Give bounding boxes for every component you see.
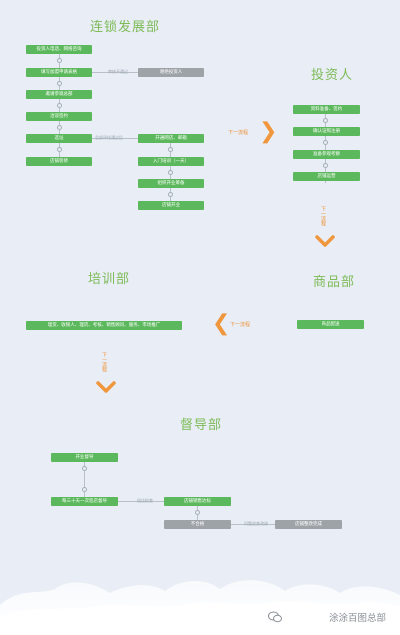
visit-label: 巡店检查 bbox=[137, 498, 153, 503]
connector-dot bbox=[168, 147, 173, 152]
investor-step-box: 资料准备、签约 bbox=[293, 105, 360, 114]
visit-connector-line bbox=[118, 501, 164, 502]
connector-dot bbox=[57, 58, 62, 63]
supervision-fail-box: 不合格 bbox=[164, 520, 231, 529]
connector-dot bbox=[82, 466, 87, 471]
cloud-decoration bbox=[0, 580, 400, 635]
connector-dot bbox=[57, 103, 62, 108]
assess-connector-line bbox=[92, 138, 138, 139]
chain-step-box: 选址 bbox=[26, 134, 92, 143]
connector-dot bbox=[82, 487, 87, 492]
connector-dot bbox=[195, 510, 200, 515]
chain-step-box: 店铺装修 bbox=[26, 157, 92, 166]
next-step-label: 下一流程 bbox=[230, 322, 251, 328]
assess-step-box: 店铺开业 bbox=[138, 201, 204, 210]
next-step-label: 下一流程 bbox=[320, 206, 326, 226]
chevron-right-icon: ❯ bbox=[259, 119, 278, 144]
section-title-training: 培训部 bbox=[88, 272, 131, 287]
chain-step-box: 邀请参观总部 bbox=[26, 90, 92, 99]
next-step-label: 下一流程 bbox=[101, 352, 107, 372]
supervision-start-box: 开业督导 bbox=[51, 453, 118, 462]
chain-connector-line bbox=[59, 54, 60, 164]
chevron-down-icon bbox=[96, 381, 116, 393]
connector-dot bbox=[323, 140, 328, 145]
investor-step-box: 准备参观考察 bbox=[293, 150, 360, 159]
assess-label: 总部评估通过后 bbox=[95, 135, 123, 140]
connector-dot bbox=[168, 192, 173, 197]
chain-step-box: 填写加盟申请表格 bbox=[26, 68, 92, 77]
reject-connector-line bbox=[92, 72, 138, 73]
reject-box: 谢绝投资人 bbox=[138, 68, 204, 77]
reject-label: 审核不通过 bbox=[108, 69, 128, 74]
section-title-chain: 连锁发展部 bbox=[90, 20, 161, 35]
section-title-investor: 投资人 bbox=[311, 68, 354, 83]
watermark-text: 涂涂百图总部 bbox=[328, 613, 386, 624]
fail-connector-line bbox=[231, 524, 275, 525]
supervision-visit-box: 每三十天一次巡店督导 bbox=[51, 497, 118, 506]
goods-box: 商品配送 bbox=[297, 320, 364, 329]
section-title-goods: 商品部 bbox=[313, 275, 356, 290]
connector-dot bbox=[57, 147, 62, 152]
chevron-down-icon bbox=[315, 235, 335, 247]
section-title-supervision: 督导部 bbox=[180, 418, 223, 433]
connector-dot bbox=[323, 163, 328, 168]
training-box: 理货、收银人、理货、考核、销售顾问、服务、市场推广 bbox=[26, 321, 182, 330]
chevron-left-icon: ❮ bbox=[212, 311, 231, 336]
fail-label: 问题追查改进 bbox=[244, 521, 268, 526]
supervision-rectify-box: 店铺整改完成 bbox=[275, 520, 342, 529]
investor-step-box: 店铺运营 bbox=[293, 172, 360, 181]
connector-dot bbox=[168, 170, 173, 175]
investor-connector-line bbox=[325, 113, 326, 183]
assess-step-box: 入门培训（一天） bbox=[138, 157, 204, 166]
wechat-icon bbox=[268, 611, 282, 623]
chain-step-box: 投资人电话、网络咨询 bbox=[26, 45, 92, 54]
connector-dot bbox=[323, 118, 328, 123]
supervision-pass-box: 店铺销售达标 bbox=[164, 497, 231, 506]
chain-step-box: 洽谈签约 bbox=[26, 112, 92, 121]
next-step-label: 下一流程 bbox=[228, 130, 249, 136]
assess-step-box: 组织开业筹备 bbox=[138, 179, 204, 188]
connector-dot bbox=[57, 81, 62, 86]
assess-step-box: 开通网店、邮箱 bbox=[138, 134, 204, 143]
supervision-connector-line bbox=[84, 462, 85, 498]
connector-dot bbox=[57, 125, 62, 130]
investor-step-box: 确认证照注册 bbox=[293, 127, 360, 136]
